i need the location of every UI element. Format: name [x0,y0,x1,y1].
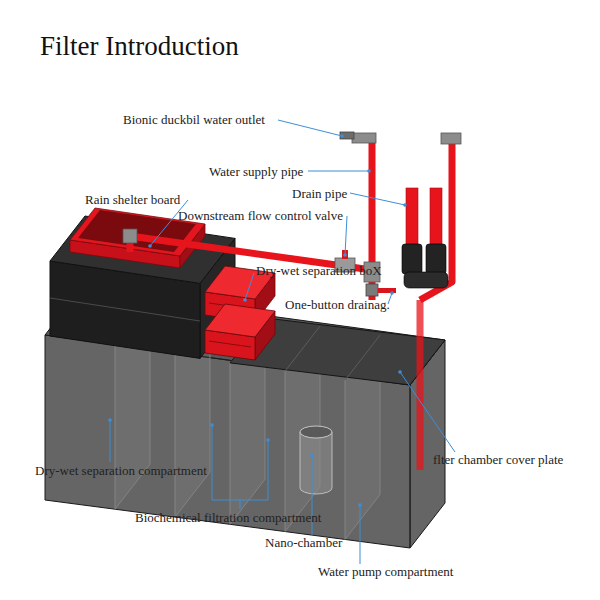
duckbill-outlet [340,132,354,139]
callout-label: One-button drainag. [285,297,390,312]
drain-manifold [404,272,448,288]
pipe-elbow [441,133,461,144]
leader-dot [358,503,362,507]
box-seam [50,298,200,321]
leader-line [240,500,241,509]
callout-label: Water supply pipe [209,164,303,179]
leader-dot [108,418,112,422]
page-title: Filter Introduction [40,30,239,62]
callout-label: Water pump compartment [318,564,453,579]
leader-dot [343,253,347,257]
tank-front [45,335,410,548]
leader-dot [266,438,270,442]
leader-dots [108,134,407,507]
callout-label: Dry-wet separation boX [256,263,382,278]
callout-label: Downstream flow control valve [178,208,343,223]
leader-dot [398,370,402,374]
callout-label: Dry-wet separation compartment [35,463,207,478]
callout-label: Biochemical filtration compartment [135,510,321,525]
leader-dot [403,203,407,207]
drain-fitting [402,244,422,274]
leader-line [110,420,111,462]
leader-dot [340,134,344,138]
nano-chamber-top [300,426,332,438]
leader-dot [390,291,394,295]
leader-dot [210,423,214,427]
bracket-line [212,425,268,500]
leader-line [400,372,455,452]
leader-line [350,193,405,205]
leader-line [245,273,254,300]
leader-line [278,120,342,136]
pipe-elbow [123,229,137,243]
leader-dot [367,169,371,173]
callout-label: Rain shelter board [85,192,180,207]
leader-line [345,216,347,255]
leader-dot [243,298,247,302]
drain-pipe [406,188,418,244]
drawer-slot [209,341,251,347]
cover-seam [285,326,320,371]
drain-fitting [426,244,446,274]
callout-label: Nano-chamber [265,535,342,550]
leader-dot [148,244,152,248]
nano-chamber-body [300,432,332,494]
leader-lines [110,120,455,564]
callout-label: Bionic duckbil water outlet [123,112,265,127]
leader-line [360,505,361,564]
cover-seam [345,335,380,380]
drain-valve [366,284,378,296]
callout-label: Drain pipe [292,186,347,201]
outlet-elbow [352,133,376,143]
leader-line [308,171,369,172]
drawer-top [205,304,275,337]
leader-dot [310,453,314,457]
drain-pipe [430,188,442,244]
return-pipe [417,300,424,470]
callout-label: flter chamber cover plate [433,452,563,467]
